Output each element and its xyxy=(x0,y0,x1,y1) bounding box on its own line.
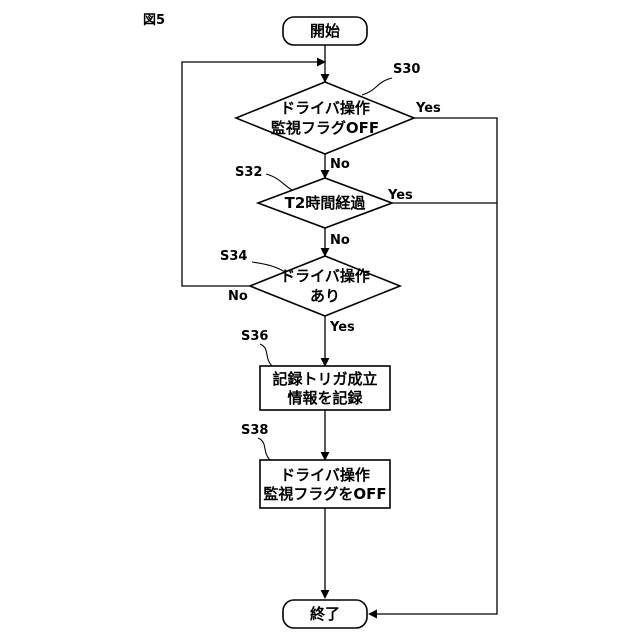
decision-s32-line1: T2時間経過 xyxy=(285,194,367,212)
decision-s34-line1: ドライバ操作 xyxy=(280,267,370,285)
branch-label-s34-yes: Yes xyxy=(329,320,355,335)
process-s36-line2: 情報を記録 xyxy=(287,389,363,407)
step-leader-s36 xyxy=(260,344,272,366)
step-label-s32: S32 xyxy=(235,165,262,180)
step-label-s38: S38 xyxy=(241,423,268,438)
decision-s30-line2: 監視フラグOFF xyxy=(271,119,379,137)
branch-label-s34-no: No xyxy=(228,289,248,304)
step-leader-s30 xyxy=(362,78,392,95)
process-s38-line2: 監視フラグをOFF xyxy=(263,485,386,503)
branch-label-s32-yes: Yes xyxy=(387,188,413,203)
step-label-s34: S34 xyxy=(220,249,247,264)
process-s38-line1: ドライバ操作 xyxy=(280,466,370,484)
start-label: 開始 xyxy=(310,22,340,40)
branch-label-s30-yes: Yes xyxy=(415,101,441,116)
process-s36-line1: 記録トリガ成立 xyxy=(272,370,377,388)
figure-label: 図5 xyxy=(143,13,165,28)
branch-label-s30-no: No xyxy=(330,157,350,172)
decision-s30 xyxy=(236,82,414,154)
decision-s34 xyxy=(250,256,400,316)
step-leader-s32 xyxy=(266,174,292,190)
end-label: 終了 xyxy=(310,605,340,623)
step-label-s36: S36 xyxy=(241,329,268,344)
branch-label-s32-no: No xyxy=(330,233,350,248)
step-leader-s38 xyxy=(258,438,270,460)
decision-s34-line2: あり xyxy=(310,287,340,305)
step-label-s30: S30 xyxy=(393,62,420,77)
decision-s30-line1: ドライバ操作 xyxy=(280,99,370,117)
